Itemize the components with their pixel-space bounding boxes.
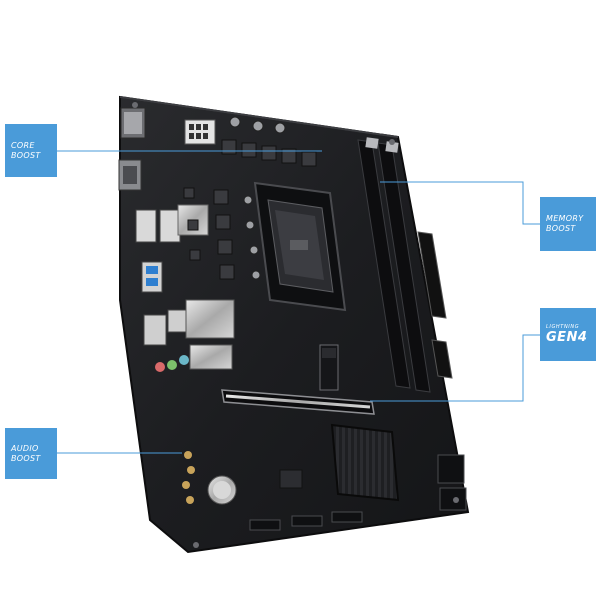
cpu-power-connector	[184, 119, 216, 145]
chipset-heatsink	[330, 423, 400, 502]
audio-boost-line2: BOOST	[11, 453, 41, 463]
vrm-chokes	[183, 139, 317, 280]
cpu-socket	[253, 181, 347, 312]
core-boost-label: CORE BOOST	[5, 124, 57, 177]
memory-slots	[357, 137, 431, 393]
m2-slot	[319, 344, 339, 391]
core-boost-line1: CORE	[11, 140, 35, 150]
memory-boost-line2: BOOST	[546, 224, 576, 233]
memory-boost-label: MEMORY BOOST	[540, 197, 596, 251]
lightning-gen4-line	[370, 334, 540, 402]
core-boost-line2: BOOST	[11, 150, 41, 160]
mounting-holes	[132, 102, 459, 548]
memory-boost-line1: MEMORY	[546, 214, 584, 223]
audio-boost-line1: AUDIO	[11, 443, 39, 453]
pcie-slot	[221, 389, 375, 415]
audio-boost-label: AUDIO BOOST	[5, 428, 57, 479]
callout-lines	[57, 150, 540, 454]
lightning-gen4-label: LIGHTNING GEN4	[540, 308, 596, 361]
memory-boost-line	[380, 181, 540, 225]
atx-power-connector	[417, 231, 453, 379]
lightning-gen4-line2: GEN4	[546, 330, 588, 345]
lightning-gen4-line1: LIGHTNING	[546, 324, 580, 330]
front-headers	[249, 454, 467, 531]
audio-section	[182, 451, 303, 505]
